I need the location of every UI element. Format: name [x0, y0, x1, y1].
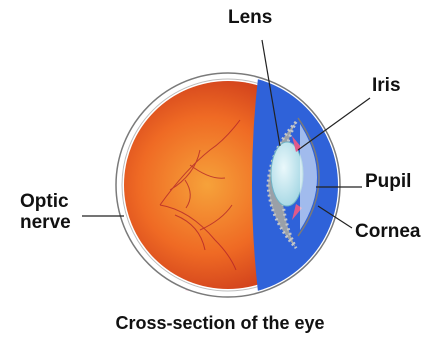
lens-label: Lens: [228, 8, 272, 29]
cornea-label: Cornea: [355, 222, 420, 243]
diagram-caption: Cross-section of the eye: [0, 313, 440, 334]
iris-label: Iris: [372, 76, 401, 97]
optic-nerve-label: Optic nerve: [20, 192, 71, 234]
lens: [271, 142, 303, 206]
optic-nerve-label-line2: nerve: [20, 213, 71, 234]
pupil-label: Pupil: [365, 172, 411, 193]
optic-nerve-label-line1: Optic: [20, 192, 71, 213]
